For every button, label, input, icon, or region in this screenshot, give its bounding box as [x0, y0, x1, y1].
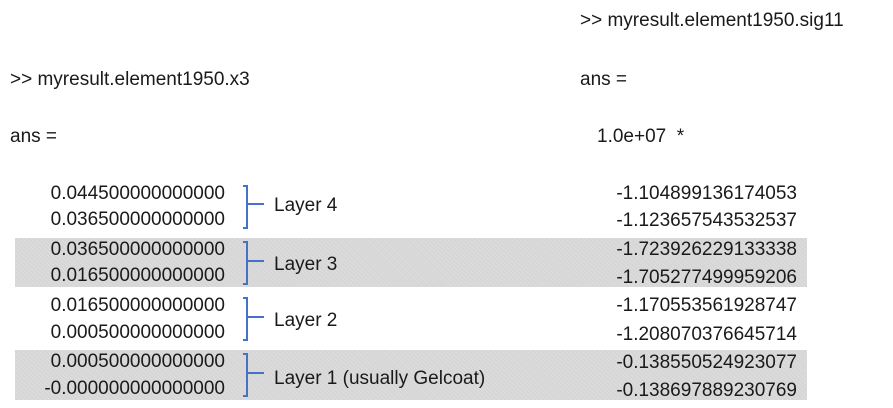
left-value: 0.036500000000000 — [50, 209, 225, 230]
left-value: 0.016500000000000 — [50, 265, 225, 286]
brace-icon — [238, 240, 268, 286]
layer-label: Layer 4 — [274, 195, 338, 216]
left-ans-label: ans = — [10, 126, 58, 147]
layer-label: Layer 3 — [274, 254, 338, 275]
right-value: -1.723926229133338 — [616, 239, 797, 260]
right-value: -0.138550524923077 — [616, 352, 797, 373]
brace-icon — [238, 352, 268, 398]
left-value: 0.016500000000000 — [50, 295, 225, 316]
right-ans-label: ans = — [580, 69, 628, 90]
right-value: -1.705277499959206 — [616, 267, 797, 288]
left-value: 0.036500000000000 — [50, 239, 225, 260]
scale-factor: 1.0e+07 * — [597, 126, 685, 147]
left-value: 0.000500000000000 — [50, 322, 225, 343]
left-command: >> myresult.element1950.x3 — [10, 69, 250, 90]
layer1-band — [15, 350, 807, 400]
right-value: -1.104899136174053 — [616, 183, 797, 204]
right-command: >> myresult.element1950.sig11 — [580, 10, 844, 31]
layer-label: Layer 1 (usually Gelcoat) — [274, 368, 486, 389]
left-value: 0.044500000000000 — [50, 183, 225, 204]
right-value: -1.123657543532537 — [616, 210, 797, 231]
layer-label: Layer 2 — [274, 310, 338, 331]
brace-icon — [238, 184, 268, 230]
layer3-band — [15, 238, 807, 287]
brace-icon — [238, 296, 268, 342]
right-value: -1.170553561928747 — [616, 295, 797, 316]
left-value: 0.000500000000000 — [50, 351, 225, 372]
right-value: -0.138697889230769 — [616, 380, 797, 401]
right-value: -1.208070376645714 — [616, 324, 797, 345]
left-value: -0.000000000000000 — [44, 378, 225, 399]
